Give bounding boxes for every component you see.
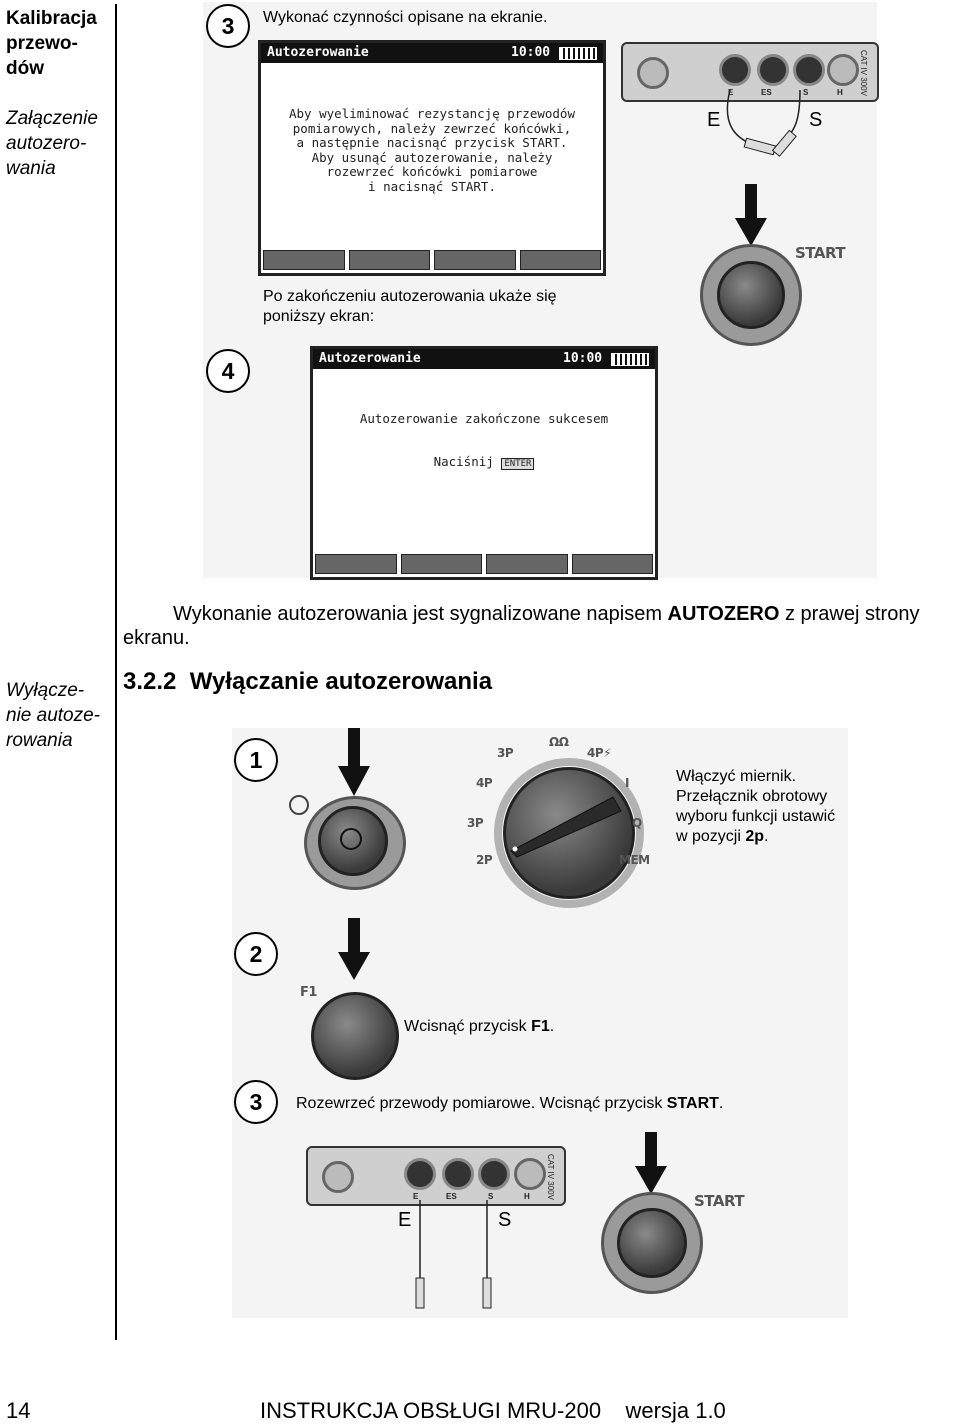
start-button[interactable] <box>617 1208 687 1278</box>
f1-label: F1 <box>300 985 317 1000</box>
rotary-switch-ring <box>494 758 644 908</box>
screen-instructions: Aby wyeliminować rezystancję przewodów p… <box>289 106 575 194</box>
screen-clock: 10:00 <box>563 351 603 366</box>
start-button[interactable] <box>717 261 785 329</box>
power-symbol-icon <box>340 828 362 850</box>
battery-icon <box>559 47 597 60</box>
autozero-note: Wykonanie autozerowania jest sygnalizowa… <box>123 603 920 649</box>
rotary-pointer <box>510 796 622 858</box>
page-number: 14 <box>6 1398 31 1423</box>
socket-es <box>757 54 789 86</box>
lead-label-e: E <box>707 109 721 131</box>
screen-title-bar: Autozerowanie <box>313 349 655 369</box>
press-arrow-icon <box>635 1132 667 1194</box>
lead-label-s: S <box>498 1209 512 1231</box>
dial-label-mem: MEM <box>619 853 650 867</box>
step-1-marker: 1 <box>234 738 278 782</box>
column-divider <box>115 4 117 1340</box>
screen-clock: 10:00 <box>511 45 551 60</box>
side-note-off: Wyłącze- nie autoze- rowania <box>6 680 101 751</box>
socket-s <box>793 54 825 86</box>
section-title: Kalibracja przewo- dów <box>6 8 97 79</box>
socket-e <box>719 54 751 86</box>
terminal-panel: E ES S H CAT IV 300V <box>306 1146 566 1206</box>
press-arrow-icon <box>338 728 370 796</box>
lead-label-s: S <box>809 109 823 131</box>
step-3-bottom-caption: Rozewrzeć przewody pomiarowe. Wcisnąć pr… <box>296 1095 724 1112</box>
screen-title-bar: Autozerowanie <box>261 43 603 63</box>
open-leads-icon <box>415 1200 492 1309</box>
socket-h <box>827 54 859 86</box>
socket-h <box>514 1158 546 1190</box>
side-note-on: Załączenie autozero- wania <box>6 108 98 179</box>
meter-screen-autozero: Autozerowanie 10:00 Aby wyeliminować rez… <box>258 40 606 276</box>
start-label: START <box>694 1192 745 1210</box>
step-3-marker: 3 <box>206 4 250 48</box>
softkey-bar <box>261 247 603 273</box>
press-arrow-icon <box>735 184 767 246</box>
dial-label-4p-lightning: 4P⚡ <box>587 746 612 760</box>
start-label: START <box>795 244 846 262</box>
socket-es <box>442 1158 474 1190</box>
battery-icon <box>611 353 649 366</box>
success-message: Autozerowanie zakończone sukcesem <box>359 411 609 426</box>
press-arrow-icon <box>338 918 370 980</box>
socket-aux <box>322 1161 354 1193</box>
after-caption: Po zakończeniu autozerowania ukaże się p… <box>263 288 557 325</box>
socket-s <box>478 1158 510 1190</box>
softkey-bar <box>313 551 655 577</box>
f1-button[interactable] <box>311 992 399 1080</box>
dial-label-4p: 4P <box>476 776 493 790</box>
clamp-icon: ΩΩ <box>549 735 569 749</box>
step-1-caption: Włączyć miernik. Przełącznik obrotowy wy… <box>676 768 836 845</box>
dial-label-i: I <box>625 776 629 790</box>
dial-label-3p-clamp: 3P <box>497 746 514 760</box>
enter-key: ENTER <box>501 458 535 470</box>
lead-label-e: E <box>398 1209 412 1231</box>
shorted-leads-icon <box>726 90 801 157</box>
socket-aux <box>637 57 669 89</box>
terminal-panel: E ES S H CAT IV 300V <box>621 42 879 102</box>
meter-screen-done: Autozerowanie 10:00 Autozerowanie zakońc… <box>310 346 658 580</box>
step-4-marker: 4 <box>206 349 250 393</box>
footer-text: INSTRUKCJA OBSŁUGI MRU-200 wersja 1.0 <box>260 1398 726 1423</box>
dial-label-q: Q <box>632 816 642 830</box>
step-2-caption: Wcisnąć przycisk F1. <box>404 1018 555 1035</box>
step-2-marker: 2 <box>234 932 278 976</box>
section-heading: 3.2.2 Wyłączanie autozerowania <box>123 668 493 695</box>
dial-label-2p: 2P <box>476 853 493 867</box>
socket-e <box>404 1158 436 1190</box>
press-enter-hint: Naciśnij ENTER <box>313 454 655 472</box>
power-icon <box>289 795 309 815</box>
step-3-bottom-marker: 3 <box>234 1080 278 1124</box>
dial-label-3p: 3P <box>467 816 484 830</box>
step-3-caption: Wykonać czynności opisane na ekranie. <box>263 9 548 26</box>
